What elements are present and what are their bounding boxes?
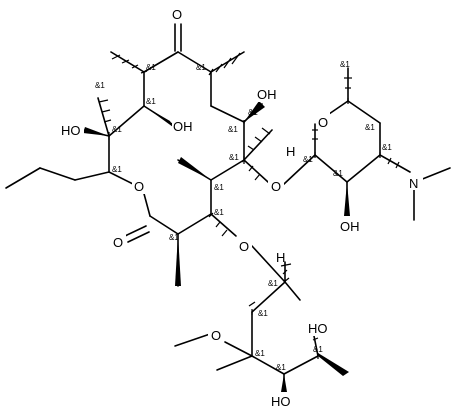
cladinose-glycosidic-oxygen-label: O (239, 239, 249, 254)
cladinose-methoxy-oxygen-label: O (211, 328, 221, 343)
cladinose-anomeric-hydrogen-label: H (276, 250, 285, 265)
stereo-marker: &1 (313, 345, 323, 354)
dimethylamino-nitrogen-label: N (409, 176, 418, 191)
lactone-ring-oxygen-label: O (134, 179, 144, 194)
hashed-bonds (98, 52, 400, 359)
stereo-marker: &1 (258, 309, 268, 318)
c6-hydroxyl-label: OH (257, 87, 277, 102)
wedge-bonds (83, 101, 350, 392)
stereo-marker: &1 (95, 81, 105, 90)
stereo-marker: &1 (228, 125, 238, 134)
stereo-marker: &1 (248, 108, 258, 117)
stereo-marker: &1 (268, 279, 278, 288)
stereo-marker: &1 (112, 165, 122, 174)
stereo-marker: &1 (382, 143, 392, 152)
stereo-marker: &1 (340, 60, 350, 69)
stereo-marker: &1 (303, 155, 313, 164)
atom-labels: O HO OH OH O O O OH O N H O O HO HO H (60, 5, 423, 409)
stereo-markers: &1 &1 &1 &1 &1 &1 &1 &1 &1 &1 &1 &1 &1 &… (95, 60, 392, 372)
stereo-marker: &1 (276, 363, 286, 372)
stereo-marker: &1 (229, 153, 239, 162)
desosamine-anomeric-hydrogen-label: H (286, 144, 295, 159)
stereo-marker: &1 (146, 63, 156, 72)
bond-lines (5, 23, 451, 385)
stereo-marker: &1 (146, 97, 156, 106)
stereo-marker: &1 (169, 233, 179, 242)
desosamine-ring-oxygen-label: O (318, 115, 328, 130)
stereo-marker: &1 (214, 208, 224, 217)
stereo-marker: &1 (365, 123, 375, 132)
lactone-carbonyl-oxygen-label: O (113, 235, 123, 250)
c11-hydroxyl-label: HO (61, 123, 81, 138)
cladinose-ring-oxygen-label: HO (308, 321, 328, 336)
cladinose-hydroxyl-label: HO (271, 394, 291, 409)
desosamine-hydroxyl-label: OH (340, 219, 360, 234)
stereo-marker: &1 (214, 183, 224, 192)
stereo-marker: &1 (196, 63, 206, 72)
desosamine-glycosidic-oxygen-label: O (271, 179, 281, 194)
stereo-marker: &1 (112, 125, 122, 134)
stereo-marker: &1 (255, 349, 265, 358)
ketone-oxygen-label: O (172, 7, 182, 22)
stereo-marker: &1 (333, 169, 343, 178)
c12-hydroxyl-label: OH (173, 119, 193, 134)
